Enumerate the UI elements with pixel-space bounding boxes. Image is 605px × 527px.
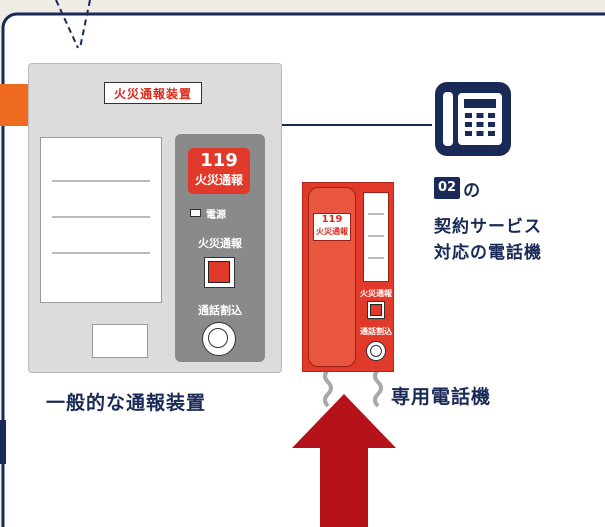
callout-dashed-line-right (79, 0, 91, 49)
panel-caption: 一般的な通報装置 (46, 392, 207, 414)
dedicated-phone-form-lines (368, 213, 384, 259)
handset-intercept-label: 通話割込 (360, 327, 392, 336)
panel-badge-text: 火災通報 (194, 173, 243, 187)
handset-alarm-label: 火災通報 (360, 289, 392, 298)
panel-119-badge: 119 火災通報 (188, 148, 250, 194)
power-label: 電源 (206, 209, 226, 221)
dedicated-phone-cord (323, 368, 383, 408)
handset-119-sticker: 119 火災通報 (313, 213, 351, 241)
panel-form-lines (52, 180, 150, 254)
service-number-badge: 02 (434, 177, 461, 199)
panel-form-area (40, 137, 162, 303)
panel-intercept-button[interactable] (202, 322, 236, 356)
panel-intercept-label: 通話割込 (198, 304, 242, 317)
panel-small-window (92, 324, 148, 358)
handset-alarm-button[interactable] (367, 301, 385, 319)
handset-badge-number: 119 (321, 214, 343, 225)
service-text-line1: 契約サービス (434, 217, 542, 237)
panel-alarm-button[interactable] (204, 257, 235, 288)
panel-alarm-label: 火災通報 (198, 237, 242, 250)
panel-badge-number: 119 (200, 150, 238, 171)
panel-title-plate: 火災通報装置 (104, 82, 202, 104)
power-indicator-row: 電源 (190, 205, 226, 221)
callout-dashed-line-left (55, 0, 79, 49)
orange-tab (0, 84, 30, 126)
navy-edge-block (0, 420, 6, 464)
dedicated-phone-form (363, 192, 389, 282)
service-text-line2: 対応の電話機 (434, 243, 542, 263)
dedicated-phone-caption: 専用電話機 (391, 386, 492, 408)
handset-intercept-button[interactable] (366, 341, 386, 361)
up-arrow-icon (292, 394, 396, 527)
service-number-suffix: の (463, 180, 481, 201)
service-number-row: 02 の (434, 176, 481, 201)
office-phone-icon (435, 82, 511, 156)
handset-badge-text: 火災通報 (316, 227, 348, 236)
power-led-icon (190, 209, 201, 217)
panel-title: 火災通報装置 (113, 86, 192, 101)
